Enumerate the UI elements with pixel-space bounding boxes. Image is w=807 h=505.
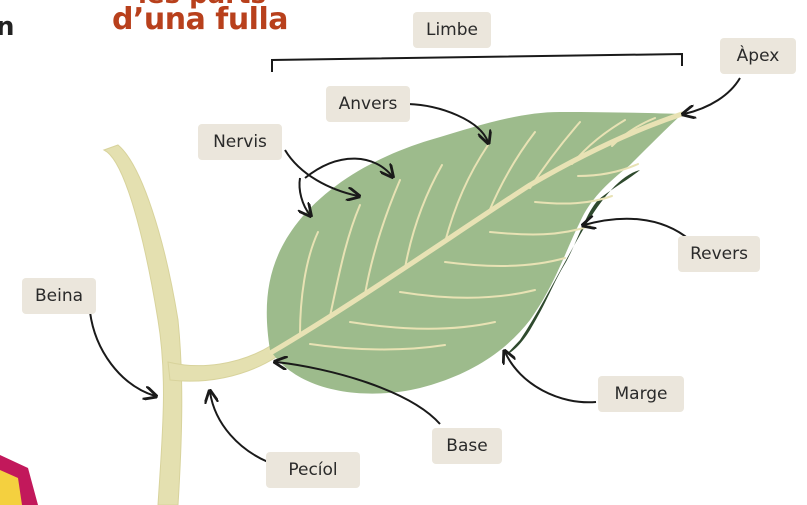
label-peciol: Pecíol bbox=[266, 452, 360, 488]
label-limbe: Limbe bbox=[413, 12, 491, 48]
arrow-beina bbox=[90, 312, 155, 396]
petiole-shape bbox=[168, 345, 278, 381]
label-base: Base bbox=[432, 428, 502, 464]
label-beina: Beina bbox=[22, 278, 96, 314]
limbe-bracket bbox=[272, 54, 682, 72]
leaf-blade bbox=[267, 112, 682, 394]
arrow-revers bbox=[584, 219, 690, 240]
arrow-peciol bbox=[210, 392, 268, 462]
arrow-marge bbox=[505, 352, 596, 402]
arrow-apex bbox=[684, 78, 740, 114]
stem-sheath bbox=[104, 145, 182, 505]
label-nervis: Nervis bbox=[198, 124, 282, 160]
label-apex: Àpex bbox=[720, 38, 796, 74]
arrow-nervis-3 bbox=[299, 178, 310, 215]
label-marge: Marge bbox=[598, 376, 684, 412]
label-revers: Revers bbox=[678, 236, 760, 272]
label-anvers: Anvers bbox=[326, 86, 410, 122]
